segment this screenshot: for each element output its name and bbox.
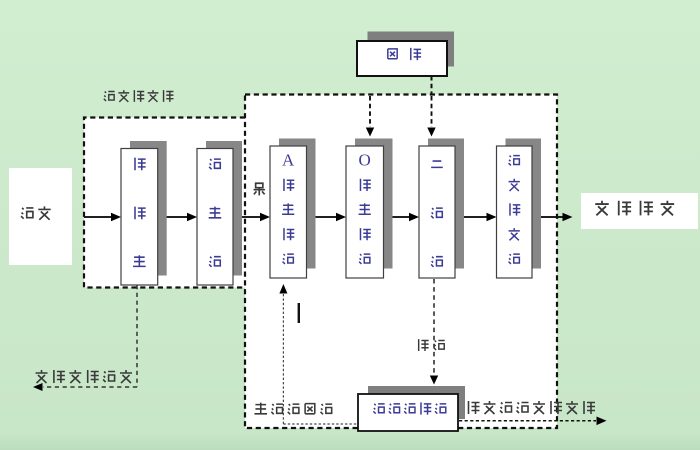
svg-text:O: O	[359, 151, 371, 170]
svg-text:A: A	[282, 151, 295, 170]
